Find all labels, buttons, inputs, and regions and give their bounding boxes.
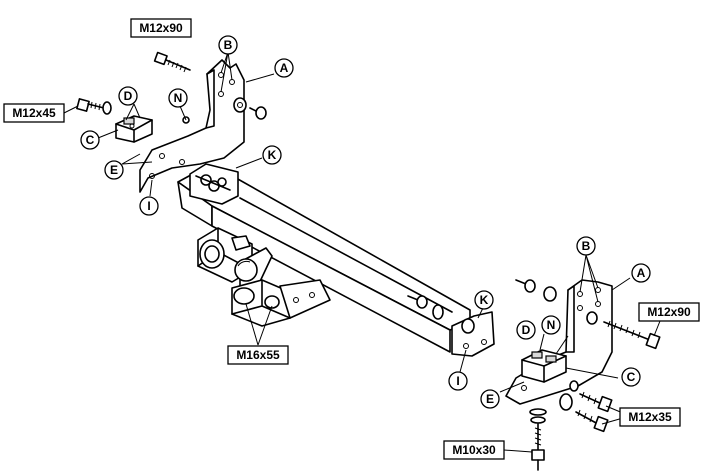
callout-e-right: E xyxy=(480,389,500,409)
label-m16x55: M16x55 xyxy=(227,345,289,365)
svg-text:N: N xyxy=(547,318,556,332)
callout-d-left: D xyxy=(118,86,138,106)
bolt-m10x30 xyxy=(529,408,547,471)
callout-e-left: E xyxy=(104,160,124,180)
callout-i-right: I xyxy=(448,371,468,391)
callout-n-left: N xyxy=(168,88,188,108)
svg-text:K: K xyxy=(268,148,277,162)
right-side-bracket xyxy=(505,279,613,405)
right-bracket-nut-washer xyxy=(515,279,557,302)
callout-k-right: K xyxy=(474,290,494,310)
bolt-m12x45 xyxy=(76,98,190,124)
svg-text:E: E xyxy=(486,392,494,406)
callout-c-left: C xyxy=(80,130,100,150)
svg-text:D: D xyxy=(522,323,531,337)
bolt-m12x90-left xyxy=(153,51,191,73)
svg-text:N: N xyxy=(174,91,183,105)
svg-text:A: A xyxy=(637,266,646,280)
right-beam-end-plate xyxy=(451,311,495,357)
main-cross-beam xyxy=(177,163,471,353)
leader-lines xyxy=(97,51,631,425)
svg-text:M12x90: M12x90 xyxy=(139,21,183,35)
callout-b-right: B xyxy=(576,236,596,256)
svg-text:I: I xyxy=(147,199,150,213)
right-beam-nuts xyxy=(407,295,444,320)
label-m12x35: M12x35 xyxy=(619,407,681,427)
svg-text:B: B xyxy=(224,38,233,52)
callout-i-left: I xyxy=(139,196,159,216)
bolt-m12x90-right xyxy=(603,320,661,350)
tow-hitch-assembly xyxy=(197,227,331,327)
callout-a-right: A xyxy=(631,263,651,283)
label-m10x30: M10x30 xyxy=(443,440,533,460)
callout-k-left: K xyxy=(262,145,282,165)
bolts-m12x35 xyxy=(559,380,613,433)
svg-text:D: D xyxy=(124,89,133,103)
svg-text:A: A xyxy=(280,61,289,75)
label-m12x90-right: M12x90 xyxy=(638,302,700,337)
svg-text:M16x55: M16x55 xyxy=(236,348,280,362)
callout-a-upper-left: A xyxy=(274,58,294,78)
svg-text:M12x35: M12x35 xyxy=(628,410,672,424)
svg-text:M12x45: M12x45 xyxy=(12,106,56,120)
svg-text:K: K xyxy=(480,293,489,307)
callout-n-right: N xyxy=(541,315,561,335)
callout-c-right: C xyxy=(621,367,641,387)
callout-d-right: D xyxy=(516,320,536,340)
label-m12x45: M12x45 xyxy=(3,103,79,123)
right-clamp-plate xyxy=(521,349,567,383)
svg-text:C: C xyxy=(86,133,95,147)
left-bracket-nut xyxy=(249,106,267,120)
svg-text:I: I xyxy=(456,374,459,388)
svg-text:M10x30: M10x30 xyxy=(452,443,496,457)
callout-b-upper-left: B xyxy=(218,35,238,55)
label-m12x90-top: M12x90 xyxy=(130,18,192,38)
svg-text:E: E xyxy=(110,163,118,177)
svg-text:C: C xyxy=(627,370,636,384)
left-clamp-plate xyxy=(115,115,153,143)
svg-text:M12x90: M12x90 xyxy=(647,305,691,319)
svg-text:B: B xyxy=(582,239,591,253)
